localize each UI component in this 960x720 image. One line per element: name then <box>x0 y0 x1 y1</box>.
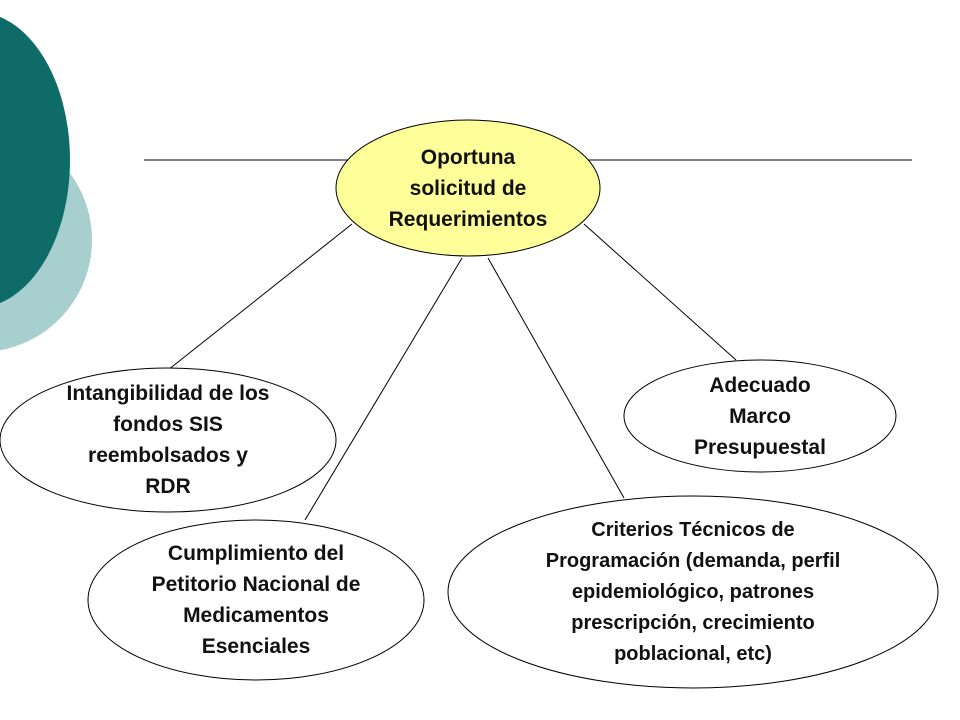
deco-dark-ellipse <box>0 16 70 304</box>
right-node-label: Adecuado Marco Presupuestal <box>694 373 826 459</box>
connector-center-bottom-left <box>304 257 463 521</box>
connector-center-bottom-right <box>487 257 625 499</box>
connector-center-left <box>167 223 353 371</box>
left-node-shape <box>0 367 337 513</box>
left-node-label: Intangibilidad de los fondos SIS reembol… <box>66 382 270 498</box>
bottom-right-node-label: Criterios Técnicos de Programación (dema… <box>545 518 841 665</box>
right-node: Adecuado Marco Presupuestal <box>624 360 896 472</box>
bottom-left-node-label: Cumplimiento del Petitorio Nacional de M… <box>151 542 361 658</box>
connector-center-right <box>583 223 737 361</box>
bottom-right-node: Criterios Técnicos de Programación (dema… <box>448 496 938 688</box>
bottom-right-node-shape <box>447 495 939 689</box>
bottom-left-node: Cumplimiento del Petitorio Nacional de M… <box>88 520 424 680</box>
center-node-shape <box>335 119 601 257</box>
right-node-shape <box>623 359 897 473</box>
center-node: Oportuna solicitud de Requerimientos <box>336 120 600 256</box>
center-node-label: Oportuna solicitud de Requerimientos <box>388 145 548 231</box>
bottom-left-node-shape <box>87 519 425 681</box>
left-node: Intangibilidad de los fondos SIS reembol… <box>0 368 336 512</box>
